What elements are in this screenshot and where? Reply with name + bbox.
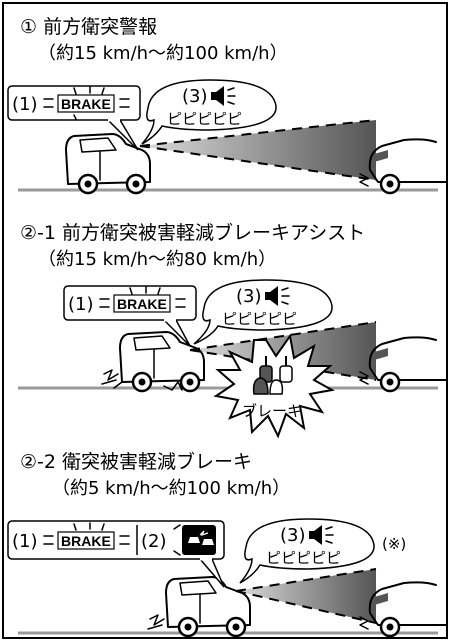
beep-speech-bubble: (3) ピピピピピ [239, 518, 375, 584]
speaker-icon [265, 286, 290, 306]
front-car-icon [359, 581, 446, 637]
beep-text: ピピピピピ [266, 549, 341, 567]
section-2-1-illustration: (1) BRAKE (3) ピピピピピ [18, 279, 446, 439]
front-car-icon [359, 138, 446, 195]
callout-number-3: (3) [280, 525, 306, 546]
callout-number-1: (1) [12, 531, 38, 552]
front-car-icon [359, 336, 446, 393]
brake-pedal-icon [252, 356, 293, 395]
callout-number-1: (1) [12, 94, 38, 115]
speaker-icon [211, 86, 236, 106]
own-car-icon [65, 133, 151, 195]
footnote-mark: (※) [382, 535, 406, 553]
brake-label: BRAKE [117, 296, 167, 312]
beep-speech-bubble: (3) ピピピピピ [193, 279, 333, 345]
brake-display-callout: (1) BRAKE [7, 85, 141, 151]
callout-number-2: (2) [141, 531, 167, 552]
section-2-1-speed: （約15 km/h～約80 km/h） [38, 249, 277, 270]
brake-warning-icon: BRAKE [43, 86, 130, 120]
section-2-2-title: ②-2 衛突被害軽減ブレーキ [20, 451, 253, 473]
brake-label: BRAKE [61, 96, 111, 112]
section-2-2-illustration: (1) BRAKE (2) (3) [7, 518, 446, 637]
brake-display-callout: (1) BRAKE (2) [7, 520, 225, 588]
section-2-2-speed: （約5 km/h～約100 km/h） [52, 478, 291, 499]
own-car-icon [147, 576, 251, 637]
beep-text: ピピピピピ [222, 310, 297, 328]
brake-assist-burst: ブレーキ [213, 333, 335, 439]
section-2-1-title: ②-1 前方衛突被害軽減ブレーキアシスト [20, 222, 366, 244]
own-car-icon [101, 331, 205, 393]
callout-number-3: (3) [182, 86, 208, 107]
collision-warning-icon [173, 524, 216, 556]
diagram-frame: ① 前方衛突警報 （約15 km/h～約100 km/h） [2, 2, 448, 639]
brake-warning-icon: BRAKE [43, 522, 130, 550]
burst-brake-text: ブレーキ [242, 402, 302, 420]
section-1-title: ① 前方衛突警報 [20, 16, 158, 38]
brake-display-callout: (1) BRAKE [63, 285, 197, 347]
brake-label: BRAKE [61, 533, 111, 549]
brake-warning-icon: BRAKE [99, 286, 186, 313]
callout-number-1: (1) [68, 294, 94, 315]
sensor-beam [236, 569, 376, 623]
section-1-illustration: (1) BRAKE (3) ピピピピピ [7, 79, 446, 195]
section-1-speed: （約15 km/h～約100 km/h） [38, 43, 288, 64]
beep-text: ピピピピピ [167, 110, 242, 128]
beep-speech-bubble: (3) ピピピピピ [141, 79, 277, 145]
callout-number-3: (3) [236, 286, 262, 307]
sensor-beam [140, 120, 376, 180]
speaker-icon [309, 525, 334, 545]
